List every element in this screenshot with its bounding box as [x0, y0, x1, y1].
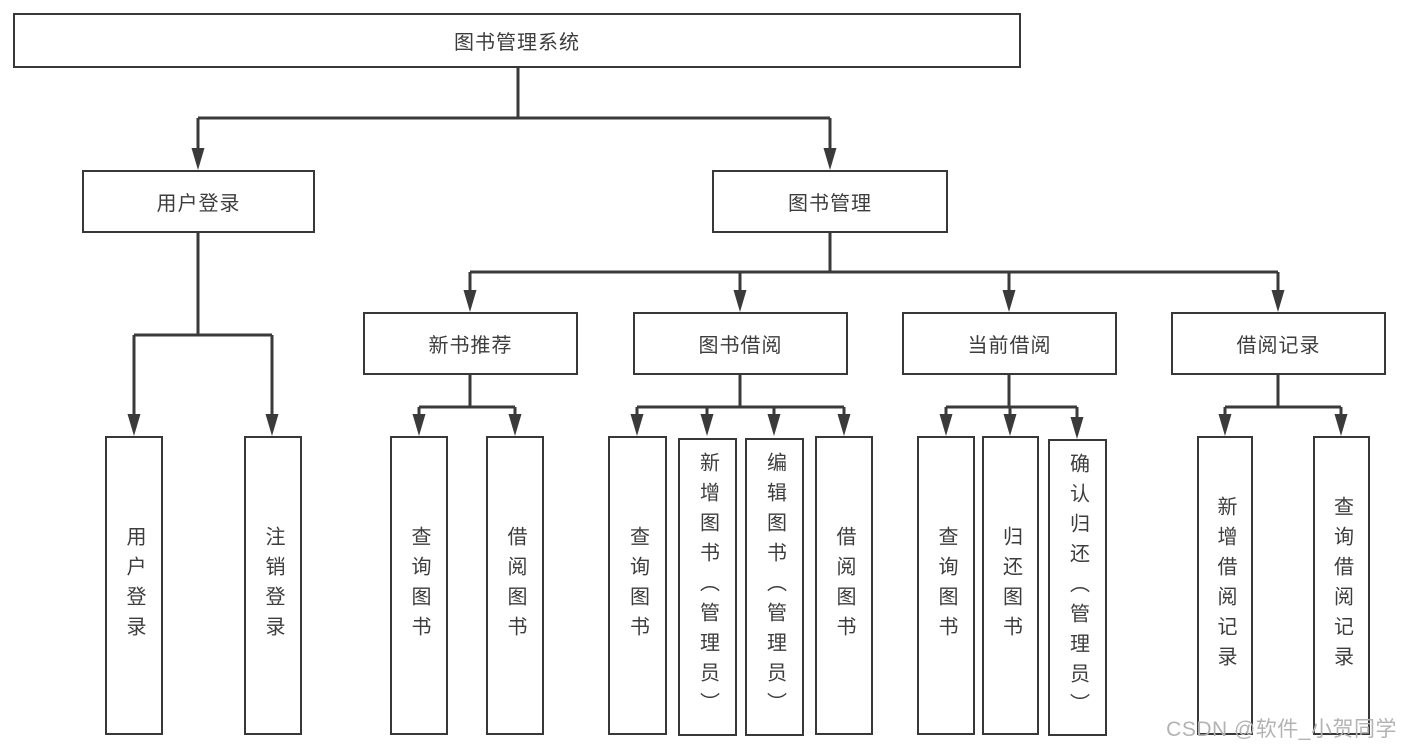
- connector-book-management-children: [463, 233, 1285, 312]
- leaf-confirm-return-admin: 确认归还（管理员）: [1048, 439, 1107, 736]
- leaf-query-borrow-record: 查询借阅记录: [1313, 436, 1370, 735]
- arrowhead-down-icon: [1003, 414, 1017, 436]
- leaf-query-books-borrow: 查询图书: [608, 436, 667, 735]
- leaf-query-books-current-label: 查询图书: [935, 525, 957, 646]
- node-new-book-recommend: 新书推荐: [363, 312, 578, 375]
- leaf-add-borrow-record-label: 新增借阅记录: [1214, 495, 1236, 676]
- arrowhead-down-icon: [127, 414, 141, 436]
- leaf-query-books-current: 查询图书: [917, 436, 975, 735]
- leaf-query-books-recommend: 查询图书: [390, 436, 448, 735]
- leaf-borrow-books-recommend-label: 借阅图书: [504, 525, 526, 646]
- leaf-user-login: 用户登录: [105, 436, 163, 735]
- node-borrow-records: 借阅记录: [1171, 312, 1386, 375]
- leaf-borrow-books-label: 借阅图书: [833, 525, 855, 646]
- arrowhead-down-icon: [823, 148, 837, 170]
- arrowhead-down-icon: [837, 414, 851, 436]
- arrowhead-down-icon: [939, 414, 953, 436]
- arrowhead-down-icon: [1271, 290, 1285, 312]
- node-root: 图书管理系统: [13, 13, 1021, 68]
- arrowhead-down-icon: [463, 290, 477, 312]
- node-root-label: 图书管理系统: [454, 32, 580, 54]
- node-borrow-records-label: 借阅记录: [1236, 335, 1321, 357]
- node-book-borrow-label: 图书借阅: [698, 335, 783, 357]
- connector-current-borrow-children: [939, 375, 1084, 439]
- connector-root-to-level2: [191, 68, 837, 170]
- leaf-query-books-borrow-label: 查询图书: [626, 525, 649, 646]
- node-current-borrow-label: 当前借阅: [967, 335, 1052, 357]
- leaf-return-book: 归还图书: [982, 436, 1039, 735]
- arrowhead-down-icon: [412, 414, 426, 436]
- leaf-add-book-admin-label: 新增图书（管理员）: [696, 452, 719, 722]
- leaf-logout: 注销登录: [244, 436, 302, 735]
- leaf-query-books-recommend-label: 查询图书: [408, 525, 430, 646]
- arrowhead-down-icon: [1334, 414, 1348, 436]
- arrowhead-down-icon: [508, 414, 522, 436]
- arrowhead-down-icon: [767, 414, 781, 436]
- node-new-book-recommend-label: 新书推荐: [428, 335, 513, 357]
- leaf-return-book-label: 归还图书: [999, 525, 1022, 646]
- arrowhead-down-icon: [1070, 417, 1084, 439]
- node-current-borrow: 当前借阅: [902, 312, 1117, 375]
- connector-borrow-records-children: [1218, 375, 1348, 436]
- node-user-login: 用户登录: [82, 170, 315, 233]
- leaf-add-borrow-record: 新增借阅记录: [1197, 436, 1253, 735]
- arrowhead-down-icon: [265, 414, 279, 436]
- watermark-text: CSDN @软件_小贺同学: [1166, 718, 1397, 741]
- connector-new-book-recommend-children: [412, 375, 522, 436]
- arrowhead-down-icon: [733, 290, 747, 312]
- leaf-edit-book-admin-label: 编辑图书（管理员）: [763, 452, 786, 722]
- node-user-login-label: 用户登录: [156, 193, 241, 215]
- leaf-add-book-admin: 新增图书（管理员）: [678, 438, 737, 736]
- arrowhead-down-icon: [191, 148, 205, 170]
- connector-book-borrow-children: [630, 375, 851, 436]
- leaf-user-login-label: 用户登录: [123, 525, 145, 646]
- leaf-query-borrow-record-label: 查询借阅记录: [1330, 495, 1353, 676]
- leaf-borrow-books-recommend: 借阅图书: [486, 436, 544, 735]
- arrowhead-down-icon: [630, 414, 644, 436]
- arrowhead-down-icon: [700, 414, 714, 436]
- node-book-borrow: 图书借阅: [633, 312, 848, 375]
- node-book-management: 图书管理: [712, 170, 948, 233]
- leaf-confirm-return-admin-label: 确认归还（管理员）: [1066, 452, 1089, 723]
- leaf-edit-book-admin: 编辑图书（管理员）: [745, 438, 804, 736]
- node-book-management-label: 图书管理: [788, 193, 872, 215]
- arrowhead-down-icon: [1218, 414, 1232, 436]
- leaf-logout-label: 注销登录: [262, 525, 284, 646]
- arrowhead-down-icon: [1002, 290, 1016, 312]
- leaf-borrow-books: 借阅图书: [815, 436, 873, 735]
- connector-user-login-children: [127, 233, 279, 436]
